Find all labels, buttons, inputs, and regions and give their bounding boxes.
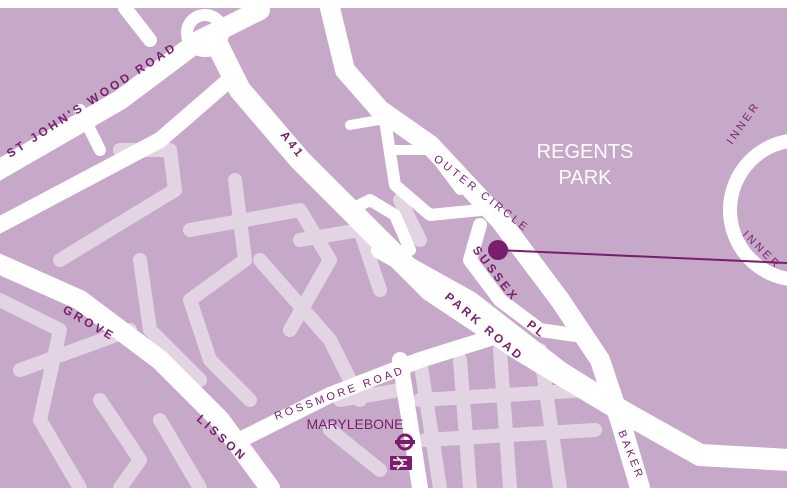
park-label-line1: REGENTS [537, 141, 634, 163]
pointer-line [497, 249, 787, 264]
location-marker-icon[interactable] [488, 240, 508, 260]
station-label: MARYLEBONE [307, 416, 404, 432]
top-edge [0, 0, 787, 8]
underground-icon [395, 433, 415, 451]
park-label-line2: PARK [559, 167, 613, 189]
national-rail-icon [390, 456, 412, 470]
